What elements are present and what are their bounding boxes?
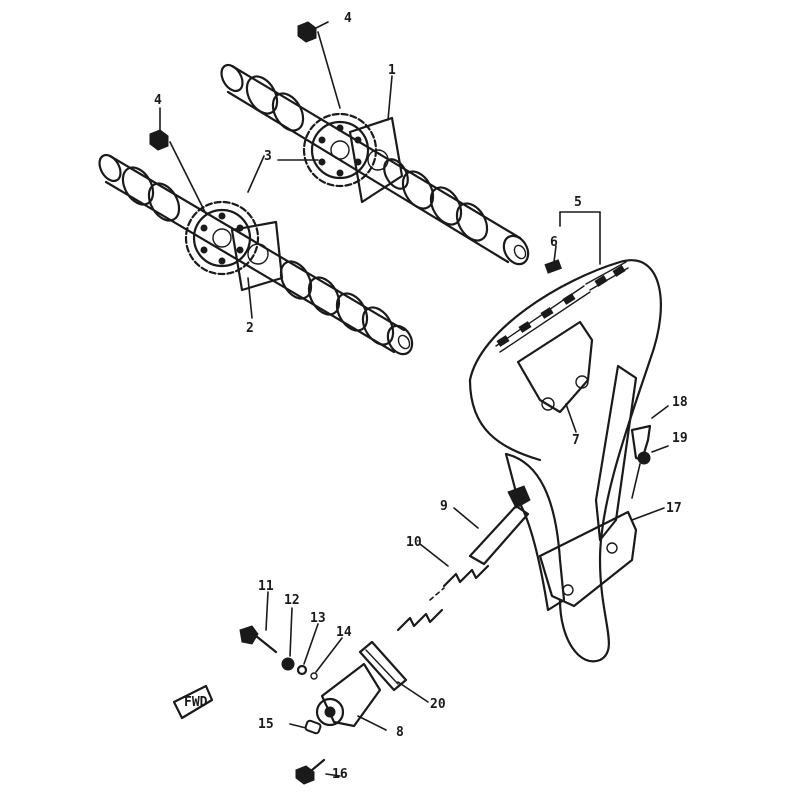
callout-leaders bbox=[159, 21, 665, 777]
chain-links bbox=[496, 265, 626, 347]
tensioner-rod bbox=[468, 485, 531, 566]
callout-6: 6 bbox=[550, 235, 558, 250]
callout-numbers: 4 4 1 3 2 5 6 7 9 10 11 12 13 14 15 8 20… bbox=[154, 11, 688, 782]
callout-2: 2 bbox=[246, 321, 254, 336]
tensioner-pin bbox=[304, 719, 322, 735]
guide-washer bbox=[637, 445, 669, 465]
callout-4-upper: 4 bbox=[344, 11, 352, 26]
chain-guide-right bbox=[594, 364, 638, 542]
tensioner-spacer bbox=[310, 672, 318, 680]
callout-14: 14 bbox=[336, 625, 352, 640]
chain-guide-upper bbox=[516, 320, 594, 414]
callout-18: 18 bbox=[672, 395, 688, 410]
callout-12: 12 bbox=[284, 593, 300, 608]
callout-11: 11 bbox=[258, 579, 274, 594]
tensioner-body bbox=[315, 662, 382, 728]
callout-9: 9 bbox=[440, 499, 448, 514]
guide-bolt bbox=[630, 405, 669, 462]
bolt-leader-17 bbox=[631, 463, 641, 499]
front-mark-arrow: FWD bbox=[172, 684, 214, 720]
tensioner-bolt bbox=[239, 625, 278, 654]
callout-8: 8 bbox=[396, 725, 404, 740]
callout-3: 3 bbox=[264, 149, 272, 164]
callout-15: 15 bbox=[258, 717, 274, 732]
chain-guide-tensioner bbox=[504, 452, 566, 612]
callout-1: 1 bbox=[388, 63, 396, 78]
camshaft-upper bbox=[220, 63, 530, 266]
front-mark-label: FWD bbox=[184, 695, 208, 710]
tensioner-cap-bolt bbox=[295, 758, 326, 785]
callout-16: 16 bbox=[332, 767, 348, 782]
callout-7: 7 bbox=[572, 433, 580, 448]
guide-bracket bbox=[538, 510, 638, 608]
tensioner-washer bbox=[281, 657, 295, 671]
tensioner-o-ring bbox=[296, 664, 308, 676]
callout-4-lower: 4 bbox=[154, 93, 162, 108]
tensioner-spring bbox=[396, 564, 490, 632]
sprocket-bolt-upper bbox=[297, 21, 341, 109]
sprocket-lower bbox=[184, 200, 260, 276]
callout-10: 10 bbox=[406, 535, 422, 550]
chain-joint bbox=[544, 259, 562, 274]
callout-5: 5 bbox=[574, 195, 582, 210]
callout-20: 20 bbox=[430, 697, 446, 712]
callout-17: 17 bbox=[666, 501, 682, 516]
camshaft-lower bbox=[98, 153, 414, 356]
cam-chain bbox=[468, 259, 662, 663]
sprocket-upper bbox=[302, 112, 378, 188]
callout-19: 19 bbox=[672, 431, 688, 446]
sprocket-bolt-lower bbox=[149, 129, 207, 215]
tensioner-gasket bbox=[358, 640, 408, 692]
callout-13: 13 bbox=[310, 611, 326, 626]
